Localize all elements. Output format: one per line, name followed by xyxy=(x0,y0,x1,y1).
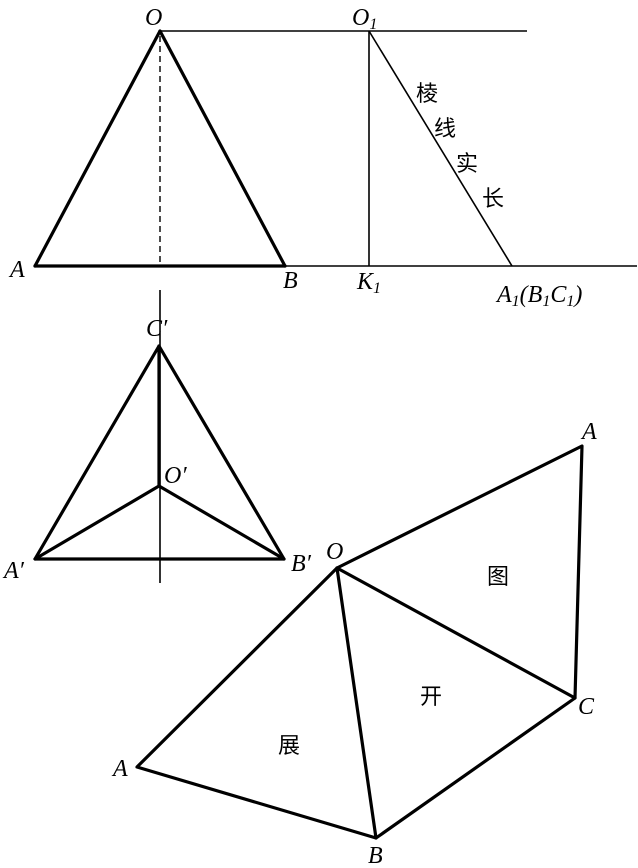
label-a-prime: A′ xyxy=(2,558,25,584)
annotation-kai: 开 xyxy=(420,685,442,710)
top-view-edge-ob xyxy=(157,484,286,561)
annotation-shi: 实 xyxy=(456,152,478,177)
label-k1-sub: 1 xyxy=(373,280,381,297)
label-a-front: A xyxy=(8,257,25,283)
label-o1-sub: 1 xyxy=(369,16,377,33)
front-triangle-left-edge xyxy=(33,29,162,268)
label-k1: K1 xyxy=(356,269,381,297)
label-b1-sub: 1 xyxy=(542,293,550,310)
label-a1-sub: 1 xyxy=(512,293,520,310)
top-view-triangle xyxy=(33,344,286,561)
top-view-edge-oa xyxy=(33,484,161,561)
label-a1-b1c1: A1(B1C1) xyxy=(495,282,582,310)
label-o-front: O xyxy=(145,5,162,31)
development-fold-oc xyxy=(335,566,577,700)
front-triangle-right-edge xyxy=(158,29,287,268)
development-outline xyxy=(135,444,584,840)
annotation-zhan: 展 xyxy=(278,734,300,759)
front-view xyxy=(33,29,287,268)
label-b-prime: B′ xyxy=(291,551,312,577)
annotation-tu: 图 xyxy=(487,565,509,590)
label-a-left-dev: A xyxy=(111,756,128,782)
label-a1b1c1-close: ) xyxy=(572,282,582,308)
label-a1-main: A xyxy=(495,282,512,308)
development-view xyxy=(135,444,584,840)
label-c1-sub: 1 xyxy=(566,293,574,310)
label-b1-main: (B xyxy=(520,282,543,308)
label-b-dev: B xyxy=(368,843,383,868)
annotation-leng: 棱 xyxy=(416,82,438,107)
label-o-prime: O′ xyxy=(164,463,187,489)
label-b-front: B xyxy=(283,268,298,294)
label-c1-main: C xyxy=(550,282,567,308)
label-c-prime: C′ xyxy=(146,316,168,342)
label-a-top-dev: A xyxy=(580,419,597,445)
label-o1: O1 xyxy=(352,5,377,33)
true-length-construction xyxy=(160,30,637,267)
development-fold-ob xyxy=(335,566,378,840)
label-k1-main: K xyxy=(356,269,375,295)
annotation-xian: 线 xyxy=(434,117,456,142)
edge-true-length-line xyxy=(368,30,513,267)
top-view xyxy=(33,290,286,583)
annotation-chang: 长 xyxy=(482,187,504,212)
label-o1-main: O xyxy=(352,5,369,31)
label-o-dev: O xyxy=(326,539,343,565)
label-c-dev: C xyxy=(578,694,595,720)
